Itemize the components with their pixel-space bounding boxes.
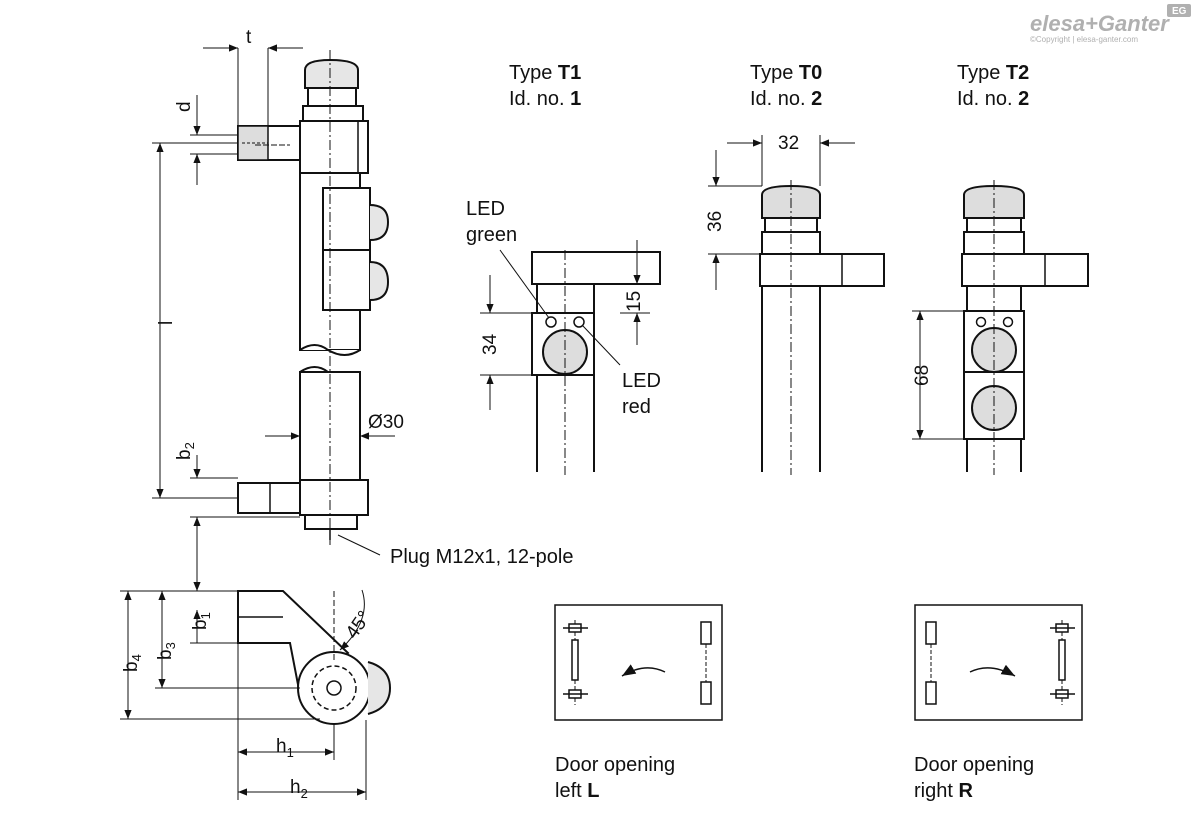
dim-h1: h1 bbox=[276, 736, 294, 760]
dim-diameter: Ø30 bbox=[368, 412, 404, 433]
top-view bbox=[237, 590, 392, 725]
main-side-view bbox=[237, 50, 390, 545]
type-t2-heading: Type T2 bbox=[957, 62, 1029, 84]
logo-badge-text: EG bbox=[1172, 6, 1187, 17]
dim-68: 68 bbox=[912, 365, 933, 386]
type-t2-id: Id. no. 2 bbox=[957, 88, 1029, 110]
copyright-text: ©Copyright | elesa-ganter.com bbox=[1030, 35, 1138, 44]
type-t2-dimensions bbox=[912, 310, 964, 440]
type-t1-heading: Type T1 bbox=[509, 62, 581, 84]
main-dimensions bbox=[152, 44, 395, 585]
door-left-line2: left L bbox=[555, 780, 599, 802]
plug-label: Plug M12x1, 12-pole bbox=[390, 546, 573, 568]
top-knob bbox=[304, 58, 359, 89]
dim-15: 15 bbox=[624, 291, 645, 312]
dim-angle: 45° bbox=[342, 607, 376, 643]
type-t1-dimensions bbox=[480, 240, 650, 410]
led-green-label-1: LED bbox=[466, 198, 505, 220]
callout-labels: Plug M12x1, 12-pole LED green LED red bbox=[390, 198, 661, 568]
dim-34: 34 bbox=[480, 333, 501, 355]
dim-l: l bbox=[156, 321, 177, 325]
dim-b3: b3 bbox=[155, 642, 178, 660]
door-right-diagram bbox=[914, 604, 1083, 721]
type-t0-heading: Type T0 bbox=[750, 62, 822, 84]
logo-text: elesa+Ganter bbox=[1030, 11, 1170, 36]
door-left-diagram bbox=[554, 604, 723, 721]
type-t0-view bbox=[759, 180, 885, 475]
dim-t: t bbox=[246, 27, 252, 48]
type-headings: Type T1 Id. no. 1 Type T0 Id. no. 2 Type… bbox=[509, 62, 1029, 110]
type-t0-dimensions bbox=[708, 135, 855, 290]
led-red-label-2: red bbox=[622, 396, 651, 418]
dim-b1: b1 bbox=[190, 612, 213, 630]
led-red-label-1: LED bbox=[622, 370, 661, 392]
type-t2-view bbox=[961, 180, 1089, 475]
dim-b4: b4 bbox=[121, 654, 144, 672]
door-right-line1: Door opening bbox=[914, 754, 1034, 776]
dim-36: 36 bbox=[705, 211, 726, 232]
top-view-dimensions bbox=[120, 580, 367, 800]
type-t0-id: Id. no. 2 bbox=[750, 88, 822, 110]
brand-logo: elesa+Ganter EG ©Copyright | elesa-gante… bbox=[1030, 4, 1191, 44]
logo-badge bbox=[1167, 4, 1191, 17]
dim-b2: b2 bbox=[174, 442, 197, 460]
door-opening-captions: Door opening left L Door opening right R bbox=[555, 754, 1034, 802]
door-left-line1: Door opening bbox=[555, 754, 675, 776]
dim-d: d bbox=[174, 101, 195, 112]
dim-h2: h2 bbox=[290, 777, 308, 801]
door-right-line2: right R bbox=[914, 780, 973, 802]
led-green-label-2: green bbox=[466, 224, 517, 246]
type-t1-view bbox=[531, 250, 661, 475]
type-t1-id: Id. no. 1 bbox=[509, 88, 581, 110]
dim-32: 32 bbox=[778, 133, 799, 154]
